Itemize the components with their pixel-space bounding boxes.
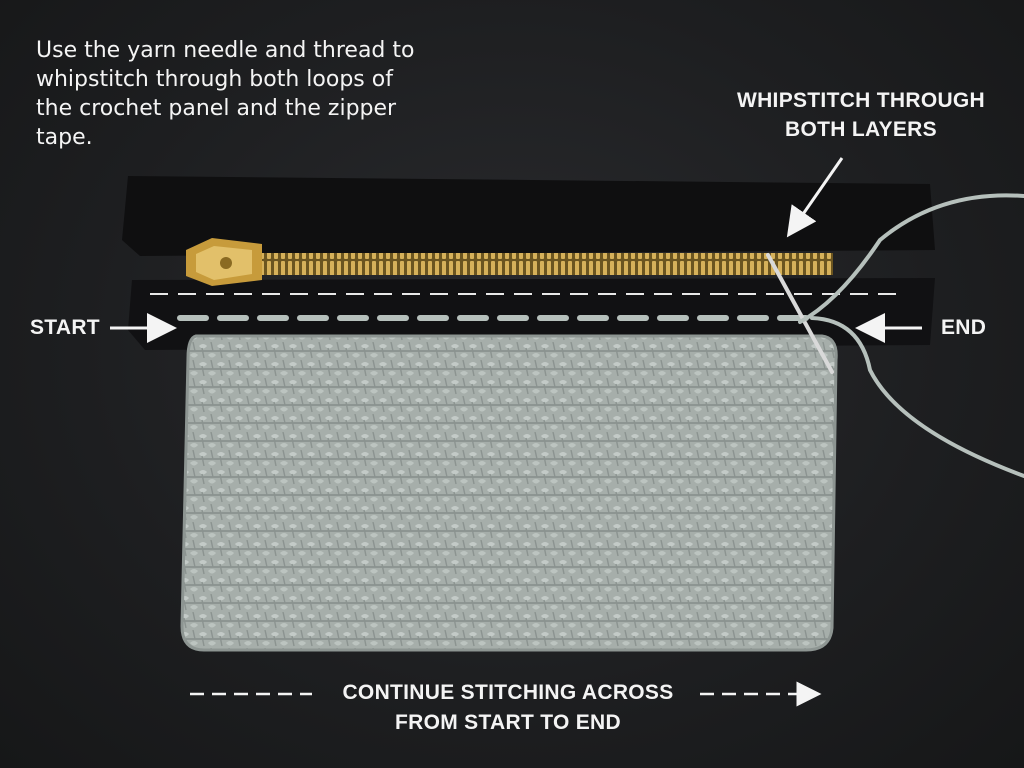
crochet-panel bbox=[180, 334, 838, 652]
zipper-tape-top bbox=[122, 176, 935, 256]
yarn-needle bbox=[766, 253, 834, 374]
continue-label: CONTINUE STITCHING ACROSS FROM START TO … bbox=[342, 681, 674, 734]
end-label: END bbox=[941, 316, 987, 339]
start-label: START bbox=[30, 316, 100, 339]
thread bbox=[798, 193, 1024, 478]
zipper-pull bbox=[186, 238, 262, 286]
zipper-tape-bottom bbox=[128, 278, 935, 350]
whipstitch-label: WHIPSTITCH THROUGH BOTH LAYERS bbox=[736, 89, 986, 141]
instruction-text: Use the yarn needle and thread to whipst… bbox=[36, 38, 415, 150]
zipper-teeth bbox=[255, 253, 833, 275]
whipstitch-arrow bbox=[786, 157, 844, 238]
